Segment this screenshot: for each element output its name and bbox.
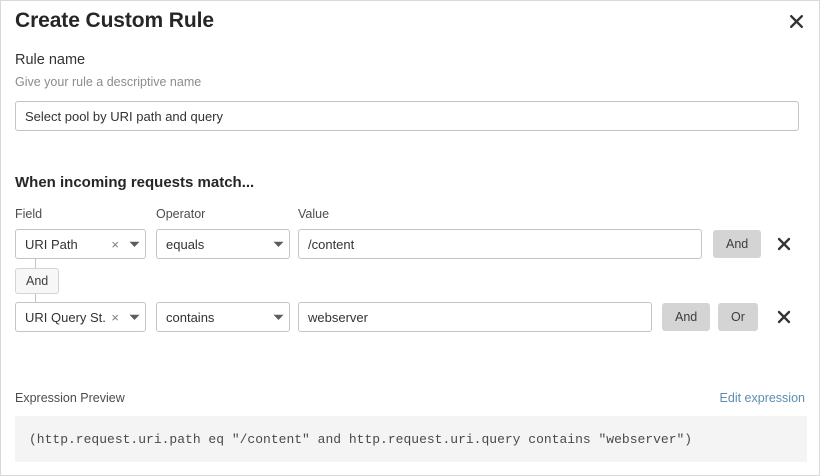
clear-x-icon[interactable]: ×: [111, 236, 119, 252]
and-button-2[interactable]: And: [662, 303, 711, 331]
clear-x-icon[interactable]: ×: [111, 309, 119, 325]
value-input-2[interactable]: [298, 302, 652, 332]
column-header-value: Value: [298, 207, 330, 221]
chevron-down-icon[interactable]: [123, 314, 145, 321]
or-button-2[interactable]: Or: [718, 303, 758, 331]
expression-preview-label: Expression Preview: [15, 391, 125, 405]
edit-expression-link[interactable]: Edit expression: [719, 391, 805, 405]
rule-name-input[interactable]: [15, 101, 799, 131]
chevron-down-icon[interactable]: [267, 241, 289, 248]
expression-preview-box: (http.request.uri.path eq "/content" and…: [15, 416, 807, 462]
value-input-1[interactable]: [298, 229, 702, 259]
condition-row: URI Query St... × contains And Or: [1, 302, 819, 334]
column-header-operator: Operator: [156, 207, 206, 221]
field-select-2-value: URI Query St...: [25, 309, 108, 325]
delete-condition-2-icon[interactable]: [771, 304, 797, 330]
column-header-field: Field: [15, 207, 43, 221]
condition-connector: And: [1, 259, 161, 305]
delete-condition-1-icon[interactable]: [771, 231, 797, 257]
close-icon[interactable]: [783, 8, 809, 34]
field-select-1-value: URI Path: [25, 236, 78, 252]
chevron-down-icon[interactable]: [267, 314, 289, 321]
field-select-2[interactable]: URI Query St... ×: [15, 302, 146, 332]
operator-select-2-value: contains: [166, 309, 215, 325]
rule-name-help-text: Give your rule a descriptive name: [15, 75, 202, 89]
condition-row: URI Path × equals And: [1, 229, 819, 261]
match-section-heading: When incoming requests match...: [15, 174, 255, 191]
chevron-down-icon[interactable]: [123, 241, 145, 248]
and-button-1[interactable]: And: [713, 230, 762, 258]
rule-name-label: Rule name: [15, 52, 86, 68]
connector-and-badge[interactable]: And: [15, 268, 60, 294]
operator-select-2[interactable]: contains: [156, 302, 290, 332]
field-select-1[interactable]: URI Path ×: [15, 229, 146, 259]
operator-select-1-value: equals: [166, 236, 205, 252]
dialog-title: Create Custom Rule: [15, 9, 214, 32]
expression-preview-text: (http.request.uri.path eq "/content" and…: [29, 431, 693, 447]
operator-select-1[interactable]: equals: [156, 229, 290, 259]
